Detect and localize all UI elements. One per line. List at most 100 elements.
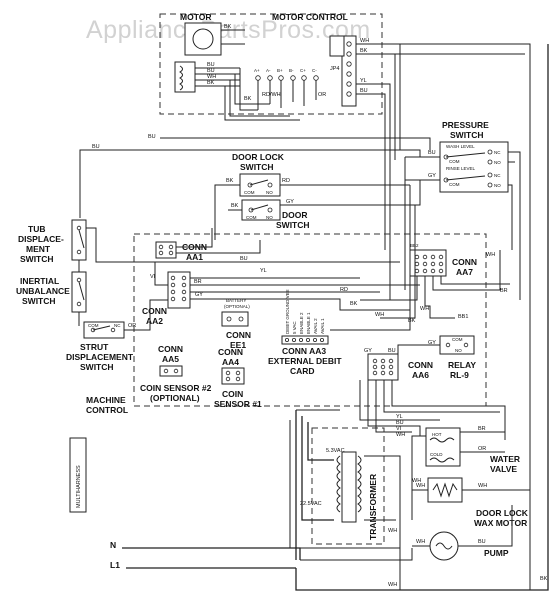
motor-control-header (329, 35, 345, 57)
motor-control-label: MOTOR CONTROL (272, 12, 348, 22)
relay-label: RELAY (448, 360, 476, 370)
svg-text:EXTERNAL DEBIT: EXTERNAL DEBIT (268, 356, 342, 366)
svg-text:OR: OR (318, 92, 326, 98)
svg-text:NC: NC (494, 150, 501, 155)
svg-text:C+: C+ (300, 68, 306, 73)
wire-wh-main (400, 43, 531, 590)
svg-text:SWITCH: SWITCH (80, 362, 114, 372)
neutral-label: N (110, 540, 116, 550)
tub-displacement-label: TUB (28, 224, 45, 234)
svg-text:GY: GY (428, 340, 436, 346)
transformer-wires (289, 409, 401, 590)
svg-text:HOT: HOT (432, 432, 442, 437)
svg-text:GY: GY (195, 292, 203, 298)
conn-aa3 (281, 335, 329, 345)
svg-text:22.5VAC: 22.5VAC (300, 501, 322, 507)
motor-leads (195, 29, 245, 87)
pressure-switch (439, 141, 509, 193)
inertial-unbalance-label: INERTIAL (20, 276, 59, 286)
svg-text:BK: BK (244, 96, 252, 102)
svg-text:NO: NO (455, 348, 462, 353)
svg-text:AA2: AA2 (146, 316, 163, 326)
svg-text:SWITCH: SWITCH (450, 130, 484, 140)
transformer-enclosure (311, 427, 385, 545)
svg-text:WH: WH (416, 539, 425, 545)
svg-text:DISPLACE-: DISPLACE- (18, 234, 64, 244)
svg-text:WH: WH (207, 74, 216, 80)
svg-text:DEBIT GROUND/VEE: DEBIT GROUND/VEE (285, 289, 290, 334)
svg-text:CONTROL: CONTROL (86, 405, 128, 415)
svg-text:ENABLE 1: ENABLE 1 (306, 312, 311, 334)
door-lock-wax-motor-label: DOOR LOCK (476, 508, 529, 518)
svg-text:WASH LEVEL: WASH LEVEL (446, 144, 475, 149)
svg-text:AA7: AA7 (456, 267, 473, 277)
svg-text:YL: YL (396, 414, 403, 420)
svg-text:BB1: BB1 (458, 314, 468, 320)
motor-control-wires (224, 68, 317, 121)
svg-text:VI: VI (150, 274, 156, 280)
svg-text:BU: BU (396, 420, 404, 426)
svg-text:OR: OR (478, 446, 486, 452)
svg-text:BATTERY: BATTERY (226, 298, 246, 303)
pump-label: PUMP (484, 548, 509, 558)
conn-aa1 (155, 241, 177, 259)
svg-text:OR: OR (128, 323, 136, 329)
svg-text:SWITCH: SWITCH (20, 254, 54, 264)
svg-text:BU: BU (240, 256, 248, 262)
svg-text:GY: GY (286, 199, 294, 205)
svg-text:5 VAC: 5 VAC (292, 321, 297, 334)
svg-text:BR: BR (500, 288, 508, 294)
svg-text:COM: COM (88, 323, 99, 328)
water-valve-label: WATER (490, 454, 520, 464)
svg-text:BU: BU (388, 348, 396, 354)
svg-text:WH: WH (486, 252, 495, 258)
svg-text:NO: NO (266, 190, 273, 195)
svg-text:CONN: CONN (226, 330, 251, 340)
conn-aa4 (221, 367, 245, 385)
svg-text:BU: BU (207, 68, 215, 74)
svg-text:BK: BK (231, 203, 239, 209)
svg-text:CONN: CONN (452, 257, 477, 267)
svg-text:B+: B+ (277, 68, 283, 73)
svg-text:C-: C- (312, 68, 317, 73)
svg-text:WH: WH (396, 432, 405, 438)
svg-text:AA5: AA5 (162, 354, 179, 364)
svg-text:BU: BU (428, 150, 436, 156)
svg-text:BK: BK (207, 80, 215, 86)
svg-text:WH: WH (412, 478, 421, 484)
multiharness (69, 437, 87, 513)
svg-text:VI: VI (396, 426, 402, 432)
pressure-switch-label: PRESSURE (442, 120, 489, 130)
line-label: L1 (110, 560, 120, 570)
svg-text:BU: BU (478, 539, 486, 545)
svg-text:(OPTIONAL): (OPTIONAL) (150, 393, 200, 403)
svg-text:WH: WH (478, 483, 487, 489)
svg-text:VALVE: VALVE (490, 464, 517, 474)
svg-text:CONN: CONN (142, 306, 167, 316)
conn-aa3-label: CONN AA3 (282, 346, 326, 356)
svg-text:SWITCH: SWITCH (240, 162, 274, 172)
svg-text:RD: RD (282, 178, 290, 184)
svg-text:WH: WH (375, 312, 384, 318)
svg-text:NO: NO (494, 183, 501, 188)
svg-text:ENABLE 2: ENABLE 2 (299, 312, 304, 334)
svg-text:RINSE LEVEL: RINSE LEVEL (446, 166, 476, 171)
conn-aa5 (159, 365, 183, 377)
svg-text:BK: BK (360, 48, 368, 54)
svg-text:CONN: CONN (158, 344, 183, 354)
motor-winding (174, 61, 196, 93)
motor-label: MOTOR (180, 12, 211, 22)
svg-text:NC: NC (494, 173, 501, 178)
svg-text:B-: B- (289, 68, 294, 73)
transformer-label: TRANSFORMER (368, 474, 378, 540)
svg-text:CONN: CONN (408, 360, 433, 370)
motor-control-pins (255, 75, 319, 81)
svg-text:SWITCH: SWITCH (22, 296, 56, 306)
svg-text:NC: NC (114, 323, 121, 328)
svg-text:AVAIL 1: AVAIL 1 (320, 318, 325, 334)
svg-text:BK: BK (540, 576, 548, 582)
svg-text:RD: RD (340, 287, 348, 293)
svg-text:A-: A- (266, 68, 271, 73)
svg-text:BK: BK (408, 318, 416, 324)
